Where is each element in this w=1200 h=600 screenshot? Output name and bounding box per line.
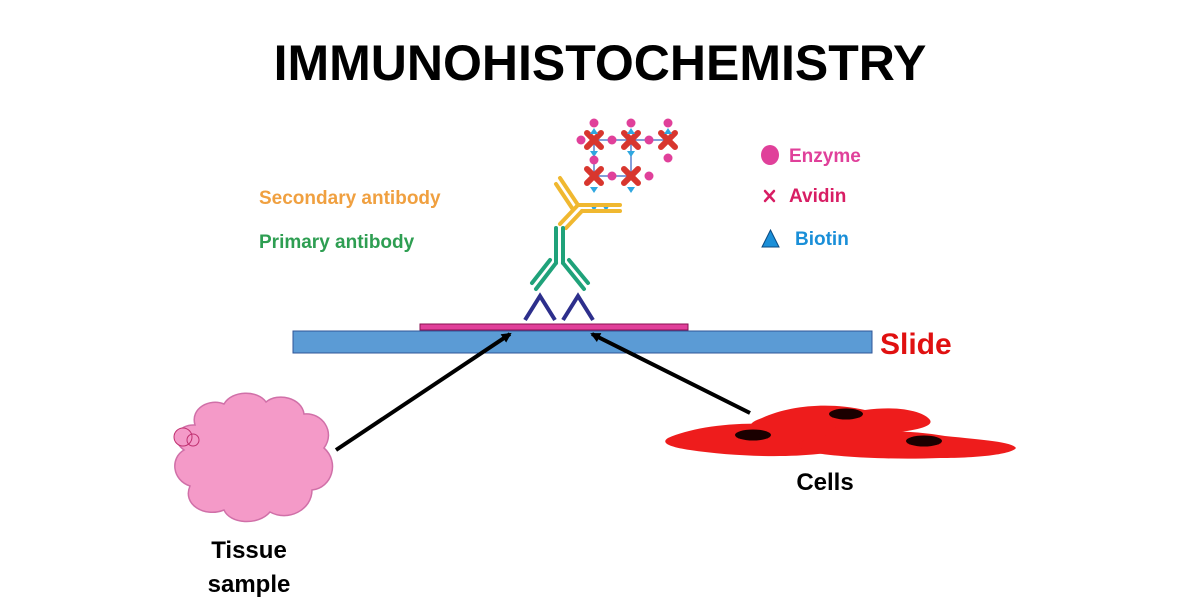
cells-icon — [665, 405, 1016, 459]
tissue-label-line2: sample — [208, 571, 291, 598]
slide-label: Slide — [880, 328, 952, 361]
avidin-biotin-complex — [576, 118, 678, 212]
cells-label: Cells — [796, 469, 853, 496]
enzyme-icon — [576, 118, 673, 181]
enzyme-legend-icon — [761, 145, 779, 165]
primary-antibody-label: Primary antibody — [259, 232, 415, 253]
legend-avidin-label: Avidin — [789, 186, 846, 207]
cells-arrow — [590, 332, 751, 415]
tissue-section-layer — [419, 323, 689, 331]
secondary-antibody-label: Secondary antibody — [259, 188, 441, 209]
legend-enzyme-label: Enzyme — [789, 146, 861, 167]
avidin-legend-icon — [763, 189, 776, 203]
slide — [292, 330, 873, 354]
page-title: IMMUNOHISTOCHEMISTRY — [274, 35, 927, 91]
secondary-antibody-icon — [554, 176, 622, 230]
legend-biotin-label: Biotin — [795, 229, 849, 250]
tissue-label-line1: Tissue — [211, 537, 287, 564]
antigen-icon — [523, 292, 595, 322]
legend: Enzyme Avidin Biotin — [761, 145, 861, 250]
tissue-arrow — [334, 332, 512, 452]
primary-antibody-icon — [530, 226, 590, 291]
biotin-icon — [590, 128, 672, 193]
avidin-icon — [584, 130, 678, 186]
tissue-sample-icon — [173, 392, 334, 523]
biotin-legend-icon — [761, 228, 780, 248]
